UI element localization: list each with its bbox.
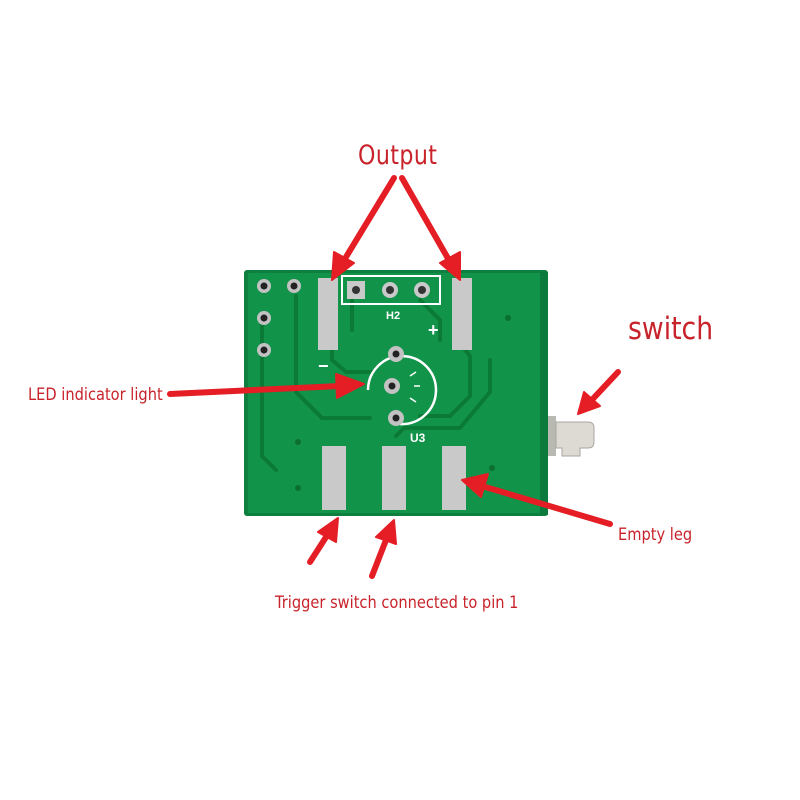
led-label: LED indicator light (28, 385, 163, 405)
header-h2 (341, 275, 441, 305)
arrow-trigger-1 (307, 517, 339, 565)
silk-minus: − (318, 356, 329, 376)
output-label: Output (358, 140, 438, 171)
vias (295, 315, 511, 491)
slide-switch (548, 416, 595, 457)
output-pads (318, 278, 472, 350)
bottom-pads (322, 446, 466, 510)
through-holes-left (257, 279, 301, 357)
arrow-empty-leg (461, 473, 613, 527)
switch-label: switch (628, 311, 714, 347)
led-footprint (366, 346, 438, 426)
empty-leg-label: Empty leg (618, 525, 693, 545)
silk-u3: U3 (410, 431, 426, 445)
arrow-output-plus (399, 175, 461, 281)
silkscreen: H2 U3 − + (318, 310, 439, 445)
arrow-trigger-2 (369, 519, 397, 579)
trigger-label: Trigger switch connected to pin 1 (275, 593, 519, 613)
silk-plus: + (428, 320, 439, 340)
silk-h2: H2 (386, 310, 400, 322)
arrow-switch (577, 369, 621, 415)
arrow-output-minus (331, 175, 397, 281)
annotation-arrows (167, 175, 621, 579)
arrow-led (167, 373, 365, 399)
